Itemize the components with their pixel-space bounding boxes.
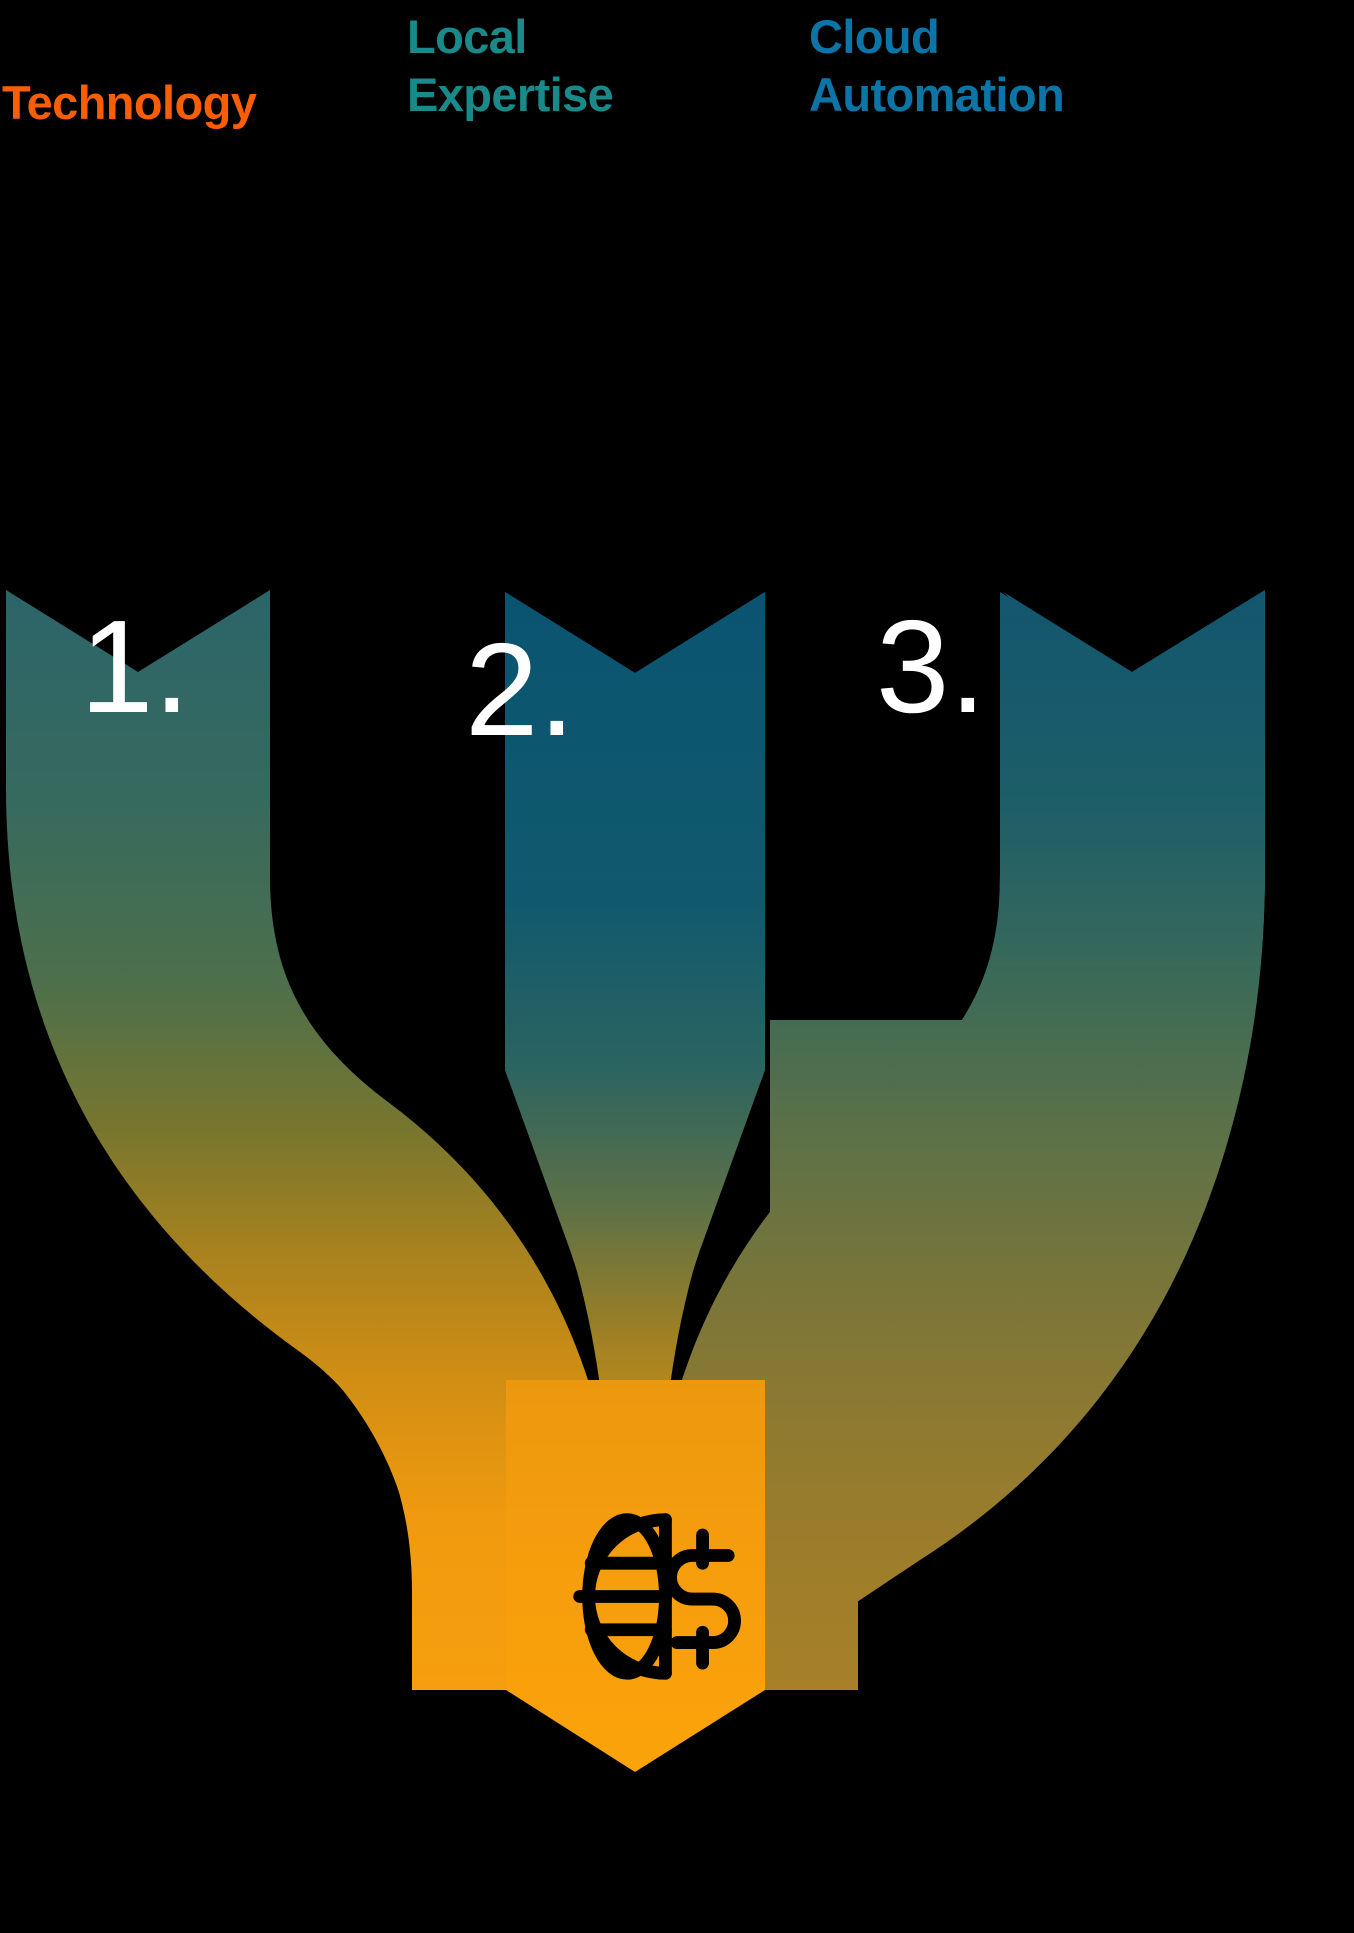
arm-left[interactable] [6, 592, 620, 1690]
step-number-1: 1. [80, 593, 190, 740]
stem-orange-tip[interactable] [506, 1380, 765, 1772]
label-local-expertise: Local Expertise [407, 10, 614, 121]
label-cloud-automation: Cloud Automation [809, 10, 1065, 121]
step-number-3: 3. [876, 593, 986, 740]
label-technology: Technology [2, 76, 257, 129]
arm-right[interactable] [650, 592, 1264, 1690]
globe-dollar-icon [573, 1513, 741, 1680]
arm-middle[interactable] [505, 592, 765, 1486]
step-number-2: 2. [465, 616, 575, 763]
flow-final [6, 592, 1264, 1772]
